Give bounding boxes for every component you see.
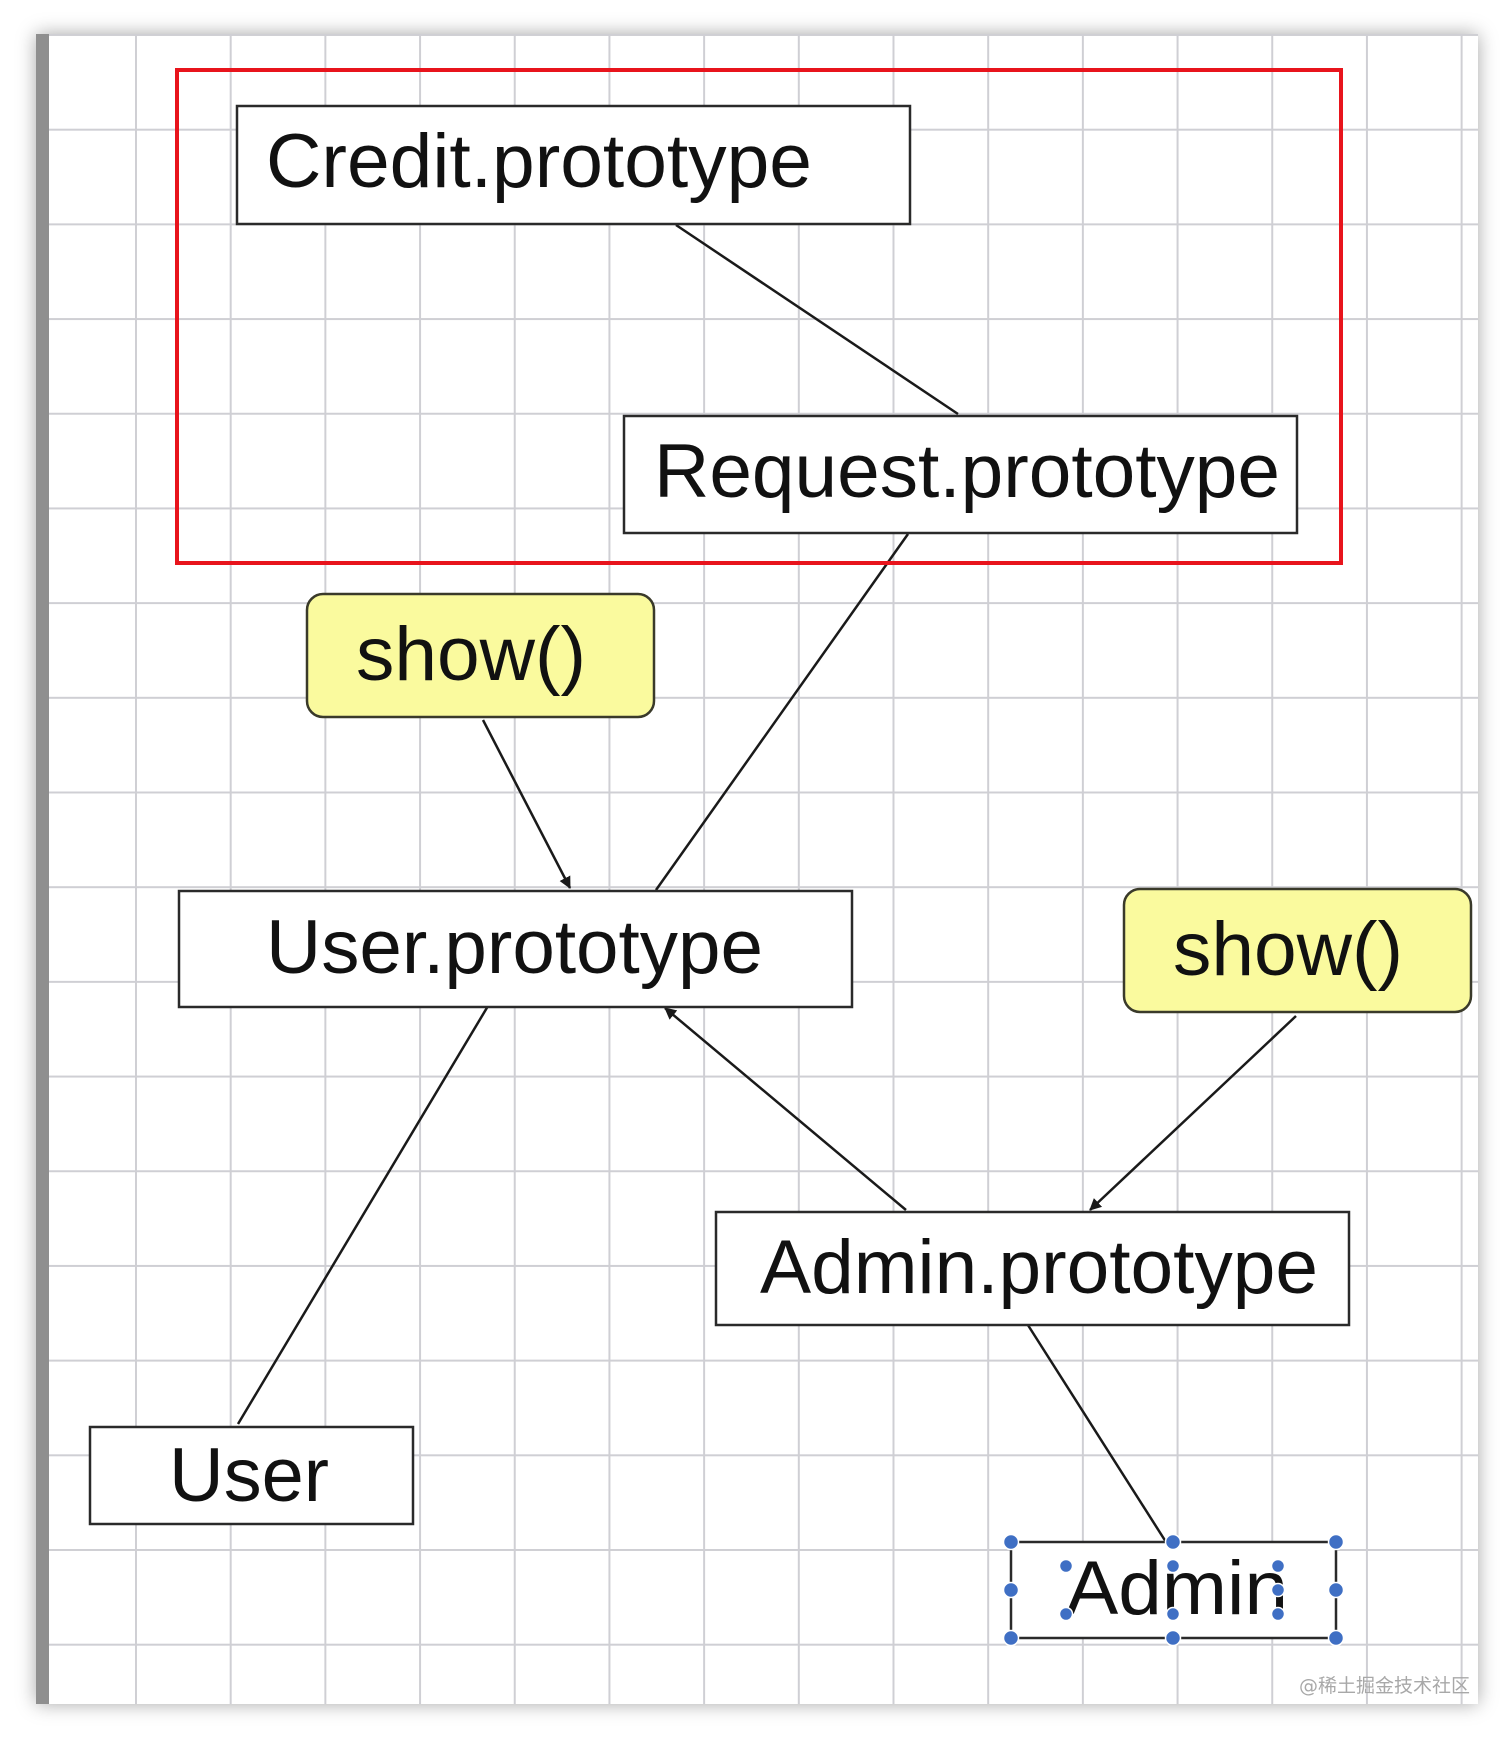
connector-request-user [654,533,910,891]
node-request-prototype[interactable]: Request.prototype [622,414,1299,535]
node-user-prototype-label: User.prototype [266,905,763,990]
node-user[interactable]: User [88,1425,415,1526]
text-selection-handle[interactable] [1270,1558,1286,1574]
node-credit-prototype-label: Credit.prototype [266,119,812,204]
selection-handle[interactable] [1002,1629,1020,1647]
node-show-method-right-label: show() [1173,907,1403,992]
text-selection-handle[interactable] [1165,1558,1181,1574]
selection-handle[interactable] [1164,1629,1182,1647]
node-request-prototype-label: Request.prototype [654,429,1280,514]
selection-handles[interactable] [1002,1533,1345,1647]
watermark: @稀土掘金技术社区 [1298,1675,1470,1697]
connector-admin-prototype-admin [1024,1321,1168,1543]
text-selection-handle[interactable] [1058,1558,1074,1574]
node-admin-prototype-label: Admin.prototype [760,1225,1318,1310]
text-selection-handle[interactable] [1270,1606,1286,1622]
canvas-left-edge [36,34,49,1704]
connector-credit-request [675,223,959,416]
arrow-show-to-admin-prototype [1089,1015,1297,1211]
arrow-show-to-user-prototype [481,719,572,889]
diagram-canvas: Credit.prototype Request.prototype show(… [36,34,1478,1704]
text-selection-handle[interactable] [1270,1582,1286,1598]
node-show-method-right[interactable]: show() [1122,887,1473,1014]
selection-handle[interactable] [1002,1581,1020,1599]
connector-user-prototype-user [236,1005,490,1425]
arrow-admin-to-user-prototype [664,1007,907,1211]
node-admin[interactable]: Admin [1009,1540,1338,1640]
node-user-label: User [169,1433,329,1518]
text-selection-handle[interactable] [1058,1606,1074,1622]
node-show-method-top[interactable]: show() [305,592,656,719]
node-admin-prototype[interactable]: Admin.prototype [714,1210,1351,1327]
selection-handle[interactable] [1327,1533,1345,1551]
node-credit-prototype[interactable]: Credit.prototype [235,104,912,226]
selection-handle[interactable] [1164,1533,1182,1551]
node-user-prototype[interactable]: User.prototype [177,889,854,1009]
node-show-method-top-label: show() [356,612,586,697]
selection-handle[interactable] [1327,1581,1345,1599]
selection-handle[interactable] [1002,1533,1020,1551]
text-selection-handle[interactable] [1165,1606,1181,1622]
selection-handle[interactable] [1327,1629,1345,1647]
prototype-chain-diagram: Credit.prototype Request.prototype show(… [88,68,1473,1647]
highlight-frame [175,68,1343,565]
